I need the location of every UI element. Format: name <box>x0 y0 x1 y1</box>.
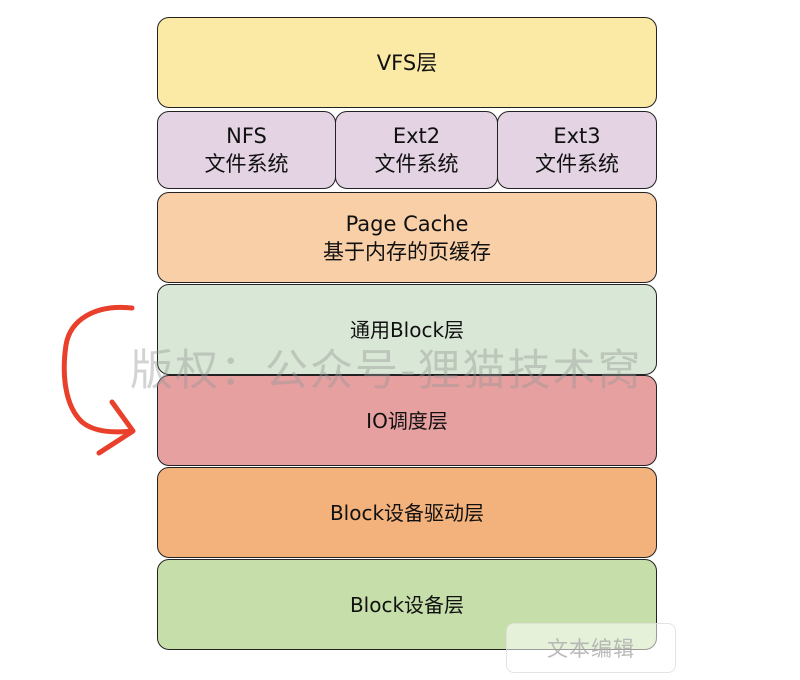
vfs-layer-label: VFS层 <box>376 50 438 75</box>
block-device-layer: Block设备层 <box>157 559 657 650</box>
nfs-filesystem-name: NFS <box>226 124 267 148</box>
nfs-filesystem-box: NFS 文件系统 <box>157 111 336 189</box>
io-scheduler-layer: IO调度层 <box>157 375 657 466</box>
nfs-filesystem-caption: 文件系统 <box>204 152 289 176</box>
curved-arrow-shaft <box>61 304 135 435</box>
ext2-filesystem-name: Ext2 <box>392 124 441 148</box>
ext2-filesystem-caption: 文件系统 <box>374 152 459 176</box>
io-scheduler-label: IO调度层 <box>366 408 448 433</box>
ext3-filesystem-name: Ext3 <box>553 124 601 148</box>
page-cache-layer: Page Cache 基于内存的页缓存 <box>157 192 657 283</box>
generic-block-layer: 通用Block层 <box>157 284 657 375</box>
block-driver-label: Block设备驱动层 <box>329 500 485 525</box>
block-device-label: Block设备层 <box>349 592 465 617</box>
block-driver-layer: Block设备驱动层 <box>157 467 657 558</box>
page-cache-caption: 基于内存的页缓存 <box>323 239 491 264</box>
generic-block-label: 通用Block层 <box>349 317 465 342</box>
edit-text-button[interactable]: 文本编辑 <box>506 623 676 673</box>
vfs-layer: VFS层 <box>157 17 657 108</box>
page-cache-title: Page Cache <box>345 211 469 236</box>
ext3-filesystem-box: Ext3 文件系统 <box>497 111 657 189</box>
curved-arrow-head <box>96 399 136 456</box>
ext2-filesystem-box: Ext2 文件系统 <box>335 111 498 189</box>
ext3-filesystem-caption: 文件系统 <box>535 152 619 176</box>
